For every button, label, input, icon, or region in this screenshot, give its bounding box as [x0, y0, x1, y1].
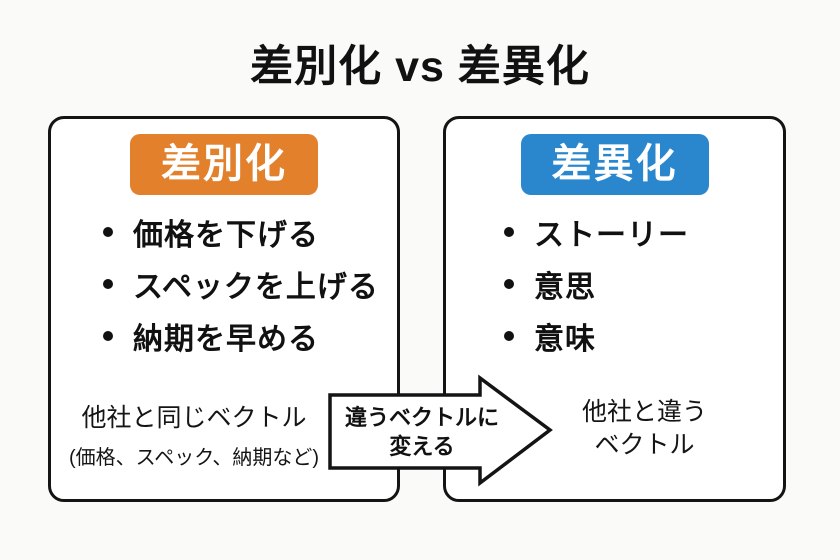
differentiation-header-wrap: 差別化: [51, 134, 397, 195]
arrow-caption: 違うベクトルに 変える: [332, 403, 512, 461]
distinction-header-wrap: 差異化: [446, 134, 783, 195]
distinction-bullet-list: ストーリー 意思 意味: [446, 206, 783, 362]
bullet-dot-icon: [504, 227, 514, 237]
right-arrow-icon: [328, 374, 553, 487]
same-vector-line1: 他社と同じベクトル: [81, 404, 307, 432]
bullet-dot-icon: [103, 279, 113, 289]
bullet-label: 意思: [534, 271, 596, 304]
list-item: 価格を下げる: [103, 206, 397, 258]
distinction-header-badge: 差異化: [520, 134, 709, 195]
different-vector-note: 他社と違う ベクトル: [557, 396, 732, 462]
list-item: スペックを上げる: [103, 258, 397, 310]
list-item: 意味: [504, 310, 783, 362]
bullet-label: ストーリー: [534, 219, 689, 252]
bullet-label: スペックを上げる: [133, 271, 379, 304]
differentiation-card: 差別化 価格を下げる スペックを上げる 納期を早める: [48, 116, 400, 502]
bullet-label: 意味: [534, 323, 596, 356]
same-vector-line2: (価格、スペック、納期など): [68, 447, 320, 469]
same-vector-note: 他社と同じベクトル (価格、スペック、納期など): [56, 398, 332, 470]
bullet-dot-icon: [103, 331, 113, 341]
arrow-caption-line1: 違うベクトルに: [344, 405, 499, 430]
list-item: 納期を早める: [103, 310, 397, 362]
bullet-label: 価格を下げる: [133, 219, 319, 252]
different-vector-line1: 他社と違う: [581, 398, 707, 426]
list-item: ストーリー: [504, 206, 783, 258]
differentiation-header-badge: 差別化: [130, 134, 318, 195]
arrow-caption-line2: 変える: [389, 434, 455, 459]
bullet-dot-icon: [504, 279, 514, 289]
list-item: 意思: [504, 258, 783, 310]
differentiation-bullet-list: 価格を下げる スペックを上げる 納期を早める: [51, 206, 397, 362]
different-vector-line2: ベクトル: [594, 431, 695, 459]
bullet-label: 納期を早める: [133, 323, 319, 356]
bullet-dot-icon: [504, 331, 514, 341]
bullet-dot-icon: [103, 227, 113, 237]
page-title: 差別化 vs 差異化: [250, 43, 590, 91]
